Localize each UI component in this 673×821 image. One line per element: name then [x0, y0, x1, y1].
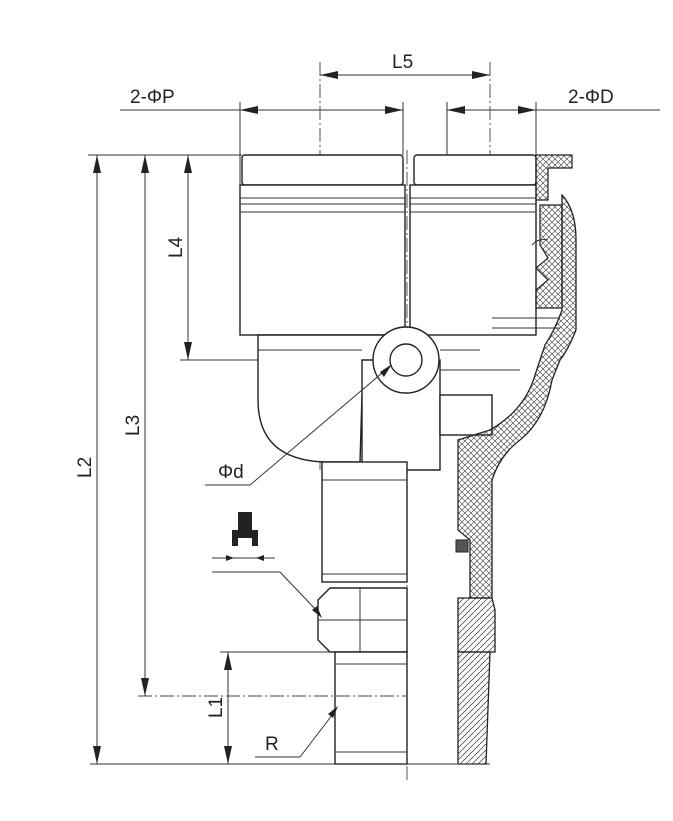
hex-nut	[317, 587, 408, 653]
label-l1: L1	[206, 697, 227, 718]
cut-symbol-icon	[212, 512, 322, 618]
label-p: 2-ΦP	[130, 87, 175, 108]
label-l5: L5	[392, 52, 413, 73]
label-l2: L2	[75, 457, 96, 478]
label-l3: L3	[123, 415, 144, 436]
label-r: R	[265, 734, 279, 755]
right-socket	[409, 154, 560, 336]
label-d-outer: 2-ΦD	[568, 87, 614, 108]
label-phi-d: Φd	[218, 462, 244, 483]
dimension-labels: L5 2-ΦP 2-ΦD L4 L3 L2 Φd L1 R	[75, 52, 614, 755]
port-hole	[372, 326, 480, 394]
left-socket	[239, 154, 406, 463]
dimension-lines	[88, 71, 660, 765]
section-view	[455, 154, 577, 765]
thread-stem	[334, 651, 408, 765]
label-l4: L4	[166, 236, 187, 258]
